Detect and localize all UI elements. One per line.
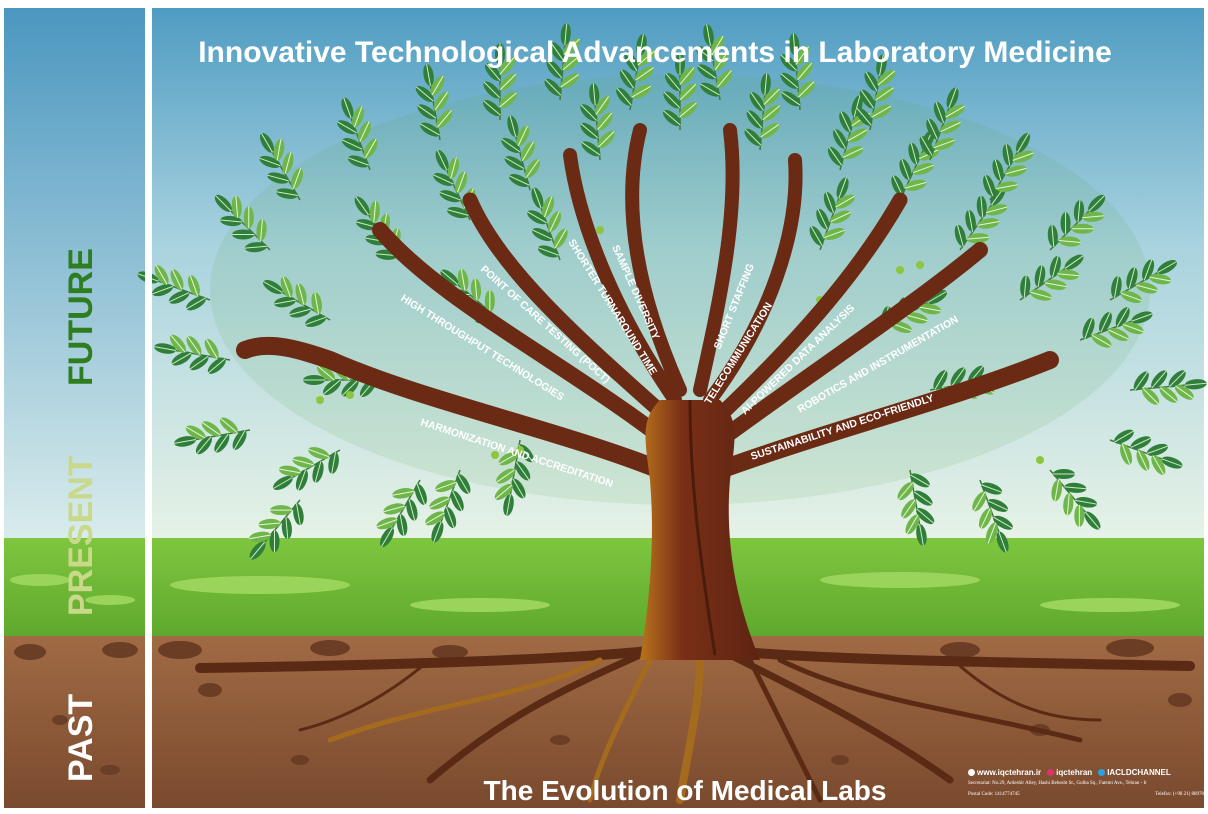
instagram-text: iqctehran [1056, 768, 1093, 777]
divider [145, 0, 152, 814]
tree-roots [195, 645, 1195, 804]
tree-trunk [640, 399, 760, 660]
footer-row: Postal Code: 1414774745 Telefax: (+98 21… [968, 792, 1204, 797]
website-link[interactable]: www.iqctehran.ir [968, 768, 1041, 777]
timeline-label-past: PAST [62, 694, 100, 782]
globe-icon [968, 769, 975, 777]
footer-telefax: Telefax: (+98 21) 88970 [1155, 792, 1204, 797]
timeline-label-future: FUTURE [62, 248, 100, 386]
telegram-link[interactable]: IACLDCHANNEL [1098, 768, 1171, 777]
timeline-label-present: PRESENT [62, 455, 100, 616]
main-scene [152, 8, 1204, 808]
telegram-text: IACLDCHANNEL [1107, 768, 1171, 777]
footer-address: Secretariat: No.29, Ardeshir Alley, Hash… [968, 781, 1147, 786]
tree-branches [236, 123, 1059, 479]
instagram-icon [1047, 769, 1055, 777]
website-text: www.iqctehran.ir [977, 768, 1042, 777]
telegram-icon [1098, 769, 1106, 777]
instagram-link[interactable]: iqctehran [1047, 768, 1092, 777]
page-title: Innovative Technological Advancements in… [198, 36, 1112, 69]
footer-contact: www.iqctehran.ir iqctehran IACLDCHANNEL … [968, 768, 1204, 797]
timeline-strip [4, 8, 145, 808]
footer-socials: www.iqctehran.ir iqctehran IACLDCHANNEL [968, 768, 1204, 777]
page-subtitle: The Evolution of Medical Labs [484, 775, 887, 806]
footer-postal: Postal Code: 1414774745 [968, 792, 1020, 797]
